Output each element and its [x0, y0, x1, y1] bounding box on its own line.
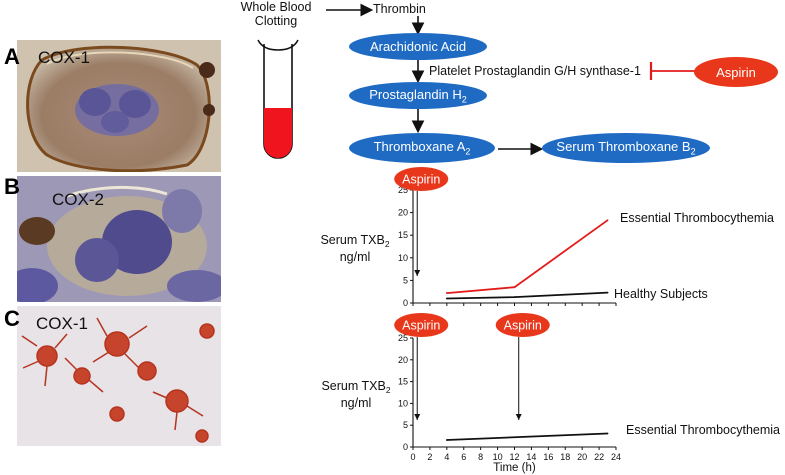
series-point: [606, 219, 609, 222]
aspirin-arrow-head: [515, 414, 522, 420]
y-axis-label: Serum TXB2: [321, 379, 390, 395]
thromboxane-a2-label: Thromboxane A2: [373, 139, 471, 157]
aspirin-annotation-label: Aspirin: [402, 319, 440, 333]
x-tick-label: 14: [526, 452, 536, 462]
x-tick-label: 12: [509, 452, 519, 462]
series-point: [445, 439, 448, 441]
whole-blood-line1: Whole Blood: [240, 0, 312, 14]
x-tick-label: 10: [493, 452, 503, 462]
series-label-healthy: Healthy Subjects: [614, 287, 708, 301]
micrograph-b-image: [17, 176, 221, 302]
aspirin-arrow-head: [414, 270, 421, 276]
y-tick-label: 10: [398, 253, 408, 263]
panel-label-c: COX-1: [36, 314, 88, 333]
series-label-et: Essential Thrombocythemia: [620, 211, 774, 225]
micrograph-c: [17, 306, 221, 446]
x-tick-label: 16: [543, 452, 553, 462]
x-tick-label: 0: [410, 452, 415, 462]
series-point: [606, 432, 609, 435]
micrograph-a: [17, 40, 221, 172]
x-tick-label: 18: [560, 452, 570, 462]
series-line: [446, 219, 609, 294]
panel-letter-a: A: [4, 44, 20, 69]
aspirin-arrow-head: [414, 414, 421, 420]
whole-blood-label: Whole Blood Clotting: [236, 0, 316, 28]
prostaglandin-label: Prostaglandin H2: [369, 86, 467, 105]
x-tick-label: 2: [427, 452, 432, 462]
panel-letter-b: B: [4, 174, 20, 199]
x-tick-label: 20: [577, 452, 587, 462]
series-label-et-bottom: Essential Thrombocythemia: [626, 423, 780, 437]
series-point: [445, 292, 448, 294]
arachidonic-acid-label: Arachidonic Acid: [369, 39, 467, 54]
thromboxane-a2-node: Thromboxane A2: [349, 133, 495, 163]
micrograph-a-image: [17, 40, 221, 172]
aspirin-annotation-pill: [394, 313, 449, 337]
y-axis-unit: ng/ml: [340, 250, 371, 264]
x-tick-label: 22: [594, 452, 604, 462]
synthase-label: Platelet Prostaglandin G/H synthase-1: [429, 64, 641, 78]
test-tube: [257, 39, 299, 159]
serum-txb2-label: Serum Thromboxane B2: [556, 139, 696, 157]
y-tick-label: 5: [403, 275, 408, 285]
pathway-arrows: [326, 3, 695, 156]
series-point: [513, 296, 516, 299]
serum-txb2-node: Serum Thromboxane B2: [542, 133, 710, 163]
micrograph-b: [17, 176, 221, 302]
series-point: [606, 291, 609, 294]
aspirin-inhibitor-label: Aspirin: [716, 64, 756, 80]
series-point: [445, 297, 448, 300]
y-tick-label: 0: [403, 298, 408, 308]
x-axis-label: Time (h): [493, 462, 536, 474]
aspirin-annotation-label: Aspirin: [504, 319, 542, 333]
y-tick-label: 15: [398, 377, 408, 387]
y-tick-label: 5: [403, 420, 408, 430]
y-tick-label: 10: [398, 398, 408, 408]
panel-label-b: COX-2: [52, 190, 104, 209]
x-tick-label: 24: [611, 452, 621, 462]
series-line: [446, 291, 608, 300]
arachidonic-acid-node: Arachidonic Acid: [349, 33, 487, 60]
y-axis-label: Serum TXB2: [320, 233, 389, 249]
x-tick-label: 6: [461, 452, 466, 462]
aspirin-inhibitor-node: Aspirin: [694, 57, 778, 87]
prostaglandin-node: Prostaglandin H2: [349, 82, 487, 109]
y-tick-label: 25: [398, 185, 408, 195]
y-tick-label: 20: [398, 208, 408, 218]
panel-label-a: COX-1: [38, 48, 90, 67]
series-line: [446, 432, 608, 441]
aspirin-annotation-label: Aspirin: [402, 173, 440, 187]
series-point: [513, 286, 516, 289]
y-tick-label: 0: [403, 442, 408, 452]
panel-letter-c: C: [4, 306, 20, 331]
y-tick-label: 25: [398, 333, 408, 343]
aspirin-annotation-pill: [495, 313, 550, 337]
thrombin-label: Thrombin: [373, 2, 426, 16]
y-tick-label: 15: [398, 230, 408, 240]
whole-blood-line2: Clotting: [254, 14, 298, 28]
y-tick-label: 20: [398, 355, 408, 365]
x-tick-label: 4: [444, 452, 449, 462]
x-tick-label: 8: [478, 452, 483, 462]
y-axis-unit: ng/ml: [341, 396, 372, 410]
micrograph-c-image: [17, 306, 221, 446]
aspirin-annotation-pill: [394, 167, 449, 191]
